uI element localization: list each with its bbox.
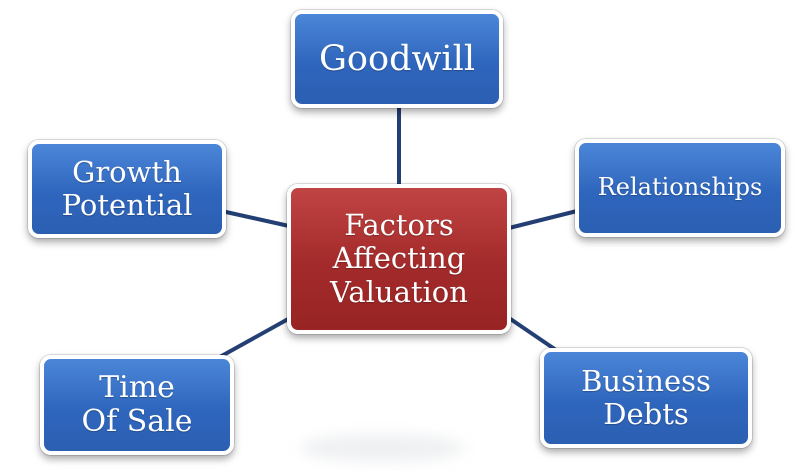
factor-goodwill-label: Goodwill [318,38,476,79]
connector-time-of-sale [216,316,292,360]
floor-shadow [300,434,465,462]
factor-relationships-label: Relationships [597,173,763,202]
factor-time-of-sale: Time Of Sale [40,355,234,455]
connector-growth-potential [224,210,291,228]
factor-business-debts-label: Business Debts [581,363,711,431]
factor-relationships: Relationships [575,139,785,237]
factor-growth-potential: Growth Potential [28,140,226,238]
connector-relationships [507,209,579,230]
factor-goodwill: Goodwill [291,10,503,108]
central-topic: Factors Affecting Valuation [287,184,511,334]
factor-growth-potential-label: Growth Potential [61,154,193,222]
central-topic-label: Factors Affecting Valuation [330,207,468,309]
factor-business-debts: Business Debts [540,348,752,448]
connector-business-debts [507,316,558,352]
factor-time-of-sale-label: Time Of Sale [81,369,193,439]
